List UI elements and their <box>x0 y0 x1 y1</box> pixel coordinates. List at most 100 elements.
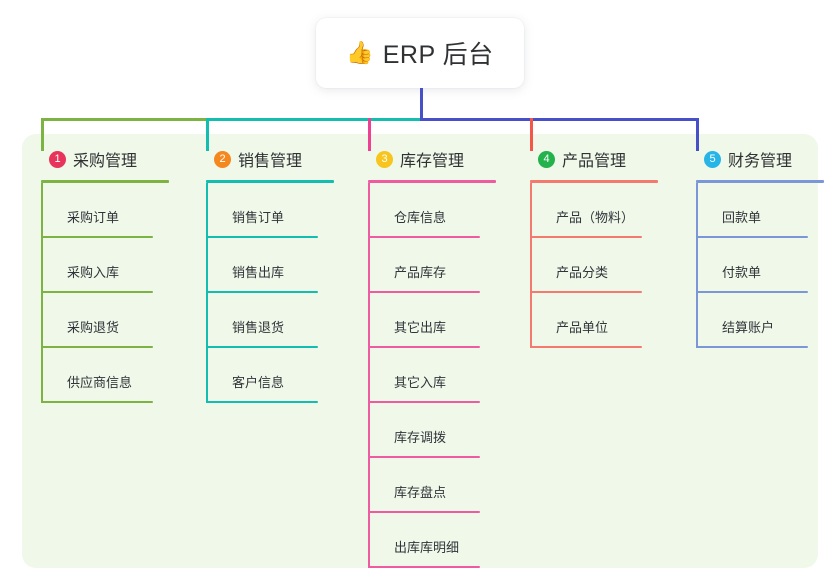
leaf-node-label: 采购订单 <box>67 210 120 225</box>
leaf-node[interactable]: 付款单 <box>696 238 838 293</box>
column-stem-5 <box>696 118 699 151</box>
column-spine <box>530 183 532 348</box>
leaf-node-rule <box>530 346 642 348</box>
root-node-label: ERP 后台 <box>382 41 494 69</box>
leaf-node-label: 产品（物料） <box>556 210 635 225</box>
leaf-node-label: 销售退货 <box>232 320 285 335</box>
leaf-node-rule <box>41 236 153 238</box>
leaf-node-rule <box>696 346 808 348</box>
leaf-node[interactable]: 销售订单 <box>206 183 348 238</box>
leaf-node-rule <box>368 511 480 513</box>
leaf-node-label: 回款单 <box>722 210 762 225</box>
column-items: 仓库信息产品库存其它出库其它入库库存调拨库存盘点出库库明细 <box>368 183 510 568</box>
leaf-node-label: 产品分类 <box>556 265 609 280</box>
bus-segment-3 <box>420 118 699 121</box>
column-title: 采购管理 <box>73 153 138 170</box>
leaf-node[interactable]: 供应商信息 <box>41 348 183 403</box>
leaf-node[interactable]: 采购退货 <box>41 293 183 348</box>
leaf-node-label: 出库库明细 <box>394 540 460 555</box>
leaf-node-label: 产品库存 <box>394 265 447 280</box>
leaf-node-rule <box>41 401 153 403</box>
leaf-node[interactable]: 库存盘点 <box>368 458 510 513</box>
bus-segment-2 <box>206 118 423 121</box>
leaf-node-rule <box>41 346 153 348</box>
leaf-node[interactable]: 产品库存 <box>368 238 510 293</box>
leaf-node[interactable]: 仓库信息 <box>368 183 510 238</box>
column-number-badge: 3 <box>376 150 393 168</box>
leaf-node[interactable]: 库存调拨 <box>368 403 510 458</box>
root-node-card[interactable]: 👍 ERP 后台 <box>316 18 524 88</box>
column-header-rule <box>368 180 496 183</box>
column-spine <box>206 183 208 403</box>
leaf-node-label: 其它出库 <box>394 320 447 335</box>
column-number-badge: 2 <box>214 150 231 168</box>
column-stem-2 <box>206 118 209 151</box>
leaf-node-label: 销售出库 <box>232 265 285 280</box>
column-number-badge: 4 <box>538 150 555 168</box>
leaf-node[interactable]: 产品（物料） <box>530 183 672 238</box>
leaf-node-rule <box>530 291 642 293</box>
column-items: 回款单付款单结算账户 <box>696 183 838 348</box>
diagram-panel <box>22 134 818 568</box>
leaf-node-rule <box>206 401 318 403</box>
column-header[interactable]: 2 销售管理 <box>198 146 348 172</box>
leaf-node[interactable]: 其它出库 <box>368 293 510 348</box>
column-title: 销售管理 <box>238 153 303 170</box>
column-2: 2 销售管理销售订单销售出库销售退货客户信息 <box>198 146 348 403</box>
leaf-node-label: 客户信息 <box>232 375 285 390</box>
leaf-node[interactable]: 结算账户 <box>696 293 838 348</box>
leaf-node-rule <box>368 456 480 458</box>
leaf-node[interactable]: 产品分类 <box>530 238 672 293</box>
leaf-node[interactable]: 采购入库 <box>41 238 183 293</box>
column-spine <box>41 183 43 403</box>
leaf-node-rule <box>41 291 153 293</box>
leaf-node-label: 销售订单 <box>232 210 285 225</box>
leaf-node-rule <box>530 236 642 238</box>
leaf-node[interactable]: 采购订单 <box>41 183 183 238</box>
column-spine <box>696 183 698 348</box>
column-stem-1 <box>41 118 44 151</box>
thumbs-up-icon: 👍 <box>346 40 374 65</box>
column-header-rule <box>530 180 658 183</box>
column-header-rule <box>41 180 169 183</box>
column-stem-4 <box>530 118 533 151</box>
leaf-node-label: 其它入库 <box>394 375 447 390</box>
root-stem <box>420 88 423 121</box>
column-header-rule <box>206 180 334 183</box>
leaf-node-label: 采购入库 <box>67 265 120 280</box>
leaf-node[interactable]: 销售出库 <box>206 238 348 293</box>
leaf-node-rule <box>368 236 480 238</box>
leaf-node-rule <box>368 566 480 568</box>
leaf-node-rule <box>696 236 808 238</box>
leaf-node-label: 采购退货 <box>67 320 120 335</box>
leaf-node-rule <box>696 291 808 293</box>
column-header-rule <box>696 180 824 183</box>
bus-segment-1 <box>41 118 209 121</box>
leaf-node[interactable]: 销售退货 <box>206 293 348 348</box>
leaf-node-rule <box>368 346 480 348</box>
column-spine <box>368 183 370 568</box>
column-number-badge: 5 <box>704 150 721 168</box>
column-items: 采购订单采购入库采购退货供应商信息 <box>41 183 183 403</box>
leaf-node[interactable]: 客户信息 <box>206 348 348 403</box>
leaf-node-label: 仓库信息 <box>394 210 447 225</box>
column-stem-3 <box>368 118 371 151</box>
leaf-node[interactable]: 回款单 <box>696 183 838 238</box>
leaf-node[interactable]: 产品单位 <box>530 293 672 348</box>
column-3: 3 库存管理仓库信息产品库存其它出库其它入库库存调拨库存盘点出库库明细 <box>360 146 510 568</box>
leaf-node-rule <box>206 236 318 238</box>
column-header[interactable]: 3 库存管理 <box>360 146 510 172</box>
leaf-node-rule <box>368 291 480 293</box>
leaf-node-label: 产品单位 <box>556 320 609 335</box>
column-title: 库存管理 <box>400 153 465 170</box>
leaf-node-rule <box>206 346 318 348</box>
leaf-node[interactable]: 出库库明细 <box>368 513 510 568</box>
leaf-node[interactable]: 其它入库 <box>368 348 510 403</box>
